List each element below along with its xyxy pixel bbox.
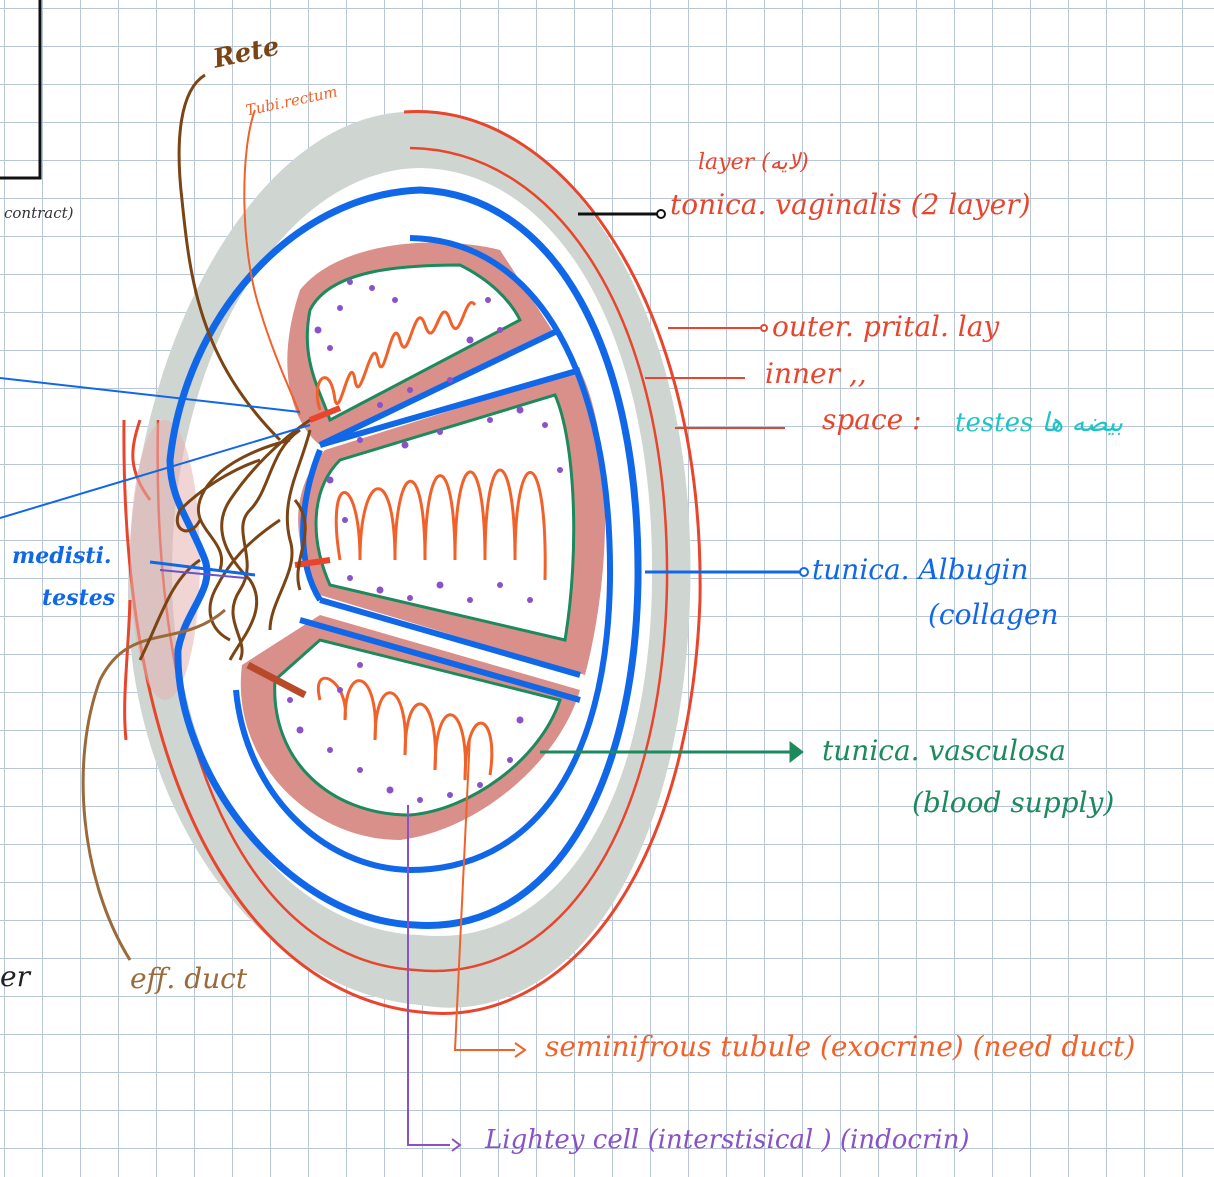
label-seminiferous: seminifrous tubule (exocrine) (need duct… [545,1030,1135,1063]
label-vasculosa-note: (blood supply) [912,786,1114,819]
label-tunica-vaginalis: tonica. vaginalis (2 layer) [670,188,1031,221]
label-space-note: testes بیضه ها [955,408,1123,438]
label-mediastinum-2: testes [42,585,115,611]
corner-box-line [0,0,40,178]
label-layer-note: layer (لايه) [698,150,809,175]
label-outer-parietal: outer. prital. lay [772,310,999,343]
label-tunica-albuginea: tunica. Albugin [812,553,1029,586]
label-contract: contract) [4,204,74,222]
label-albuginea-note: (collagen [928,598,1059,631]
label-space: space : [822,403,922,436]
label-mediastinum-1: medisti. [12,543,112,569]
label-leydig: Lightey cell (interstisical ) (indocrin) [485,1125,970,1155]
label-tunica-vasculosa: tunica. vasculosa [822,734,1066,767]
label-efferent-ducts: eff. duct [130,962,247,995]
visceral-layer-tail [125,600,130,740]
label-inner: inner ,, [765,357,867,390]
label-edge-text: er [0,960,30,993]
